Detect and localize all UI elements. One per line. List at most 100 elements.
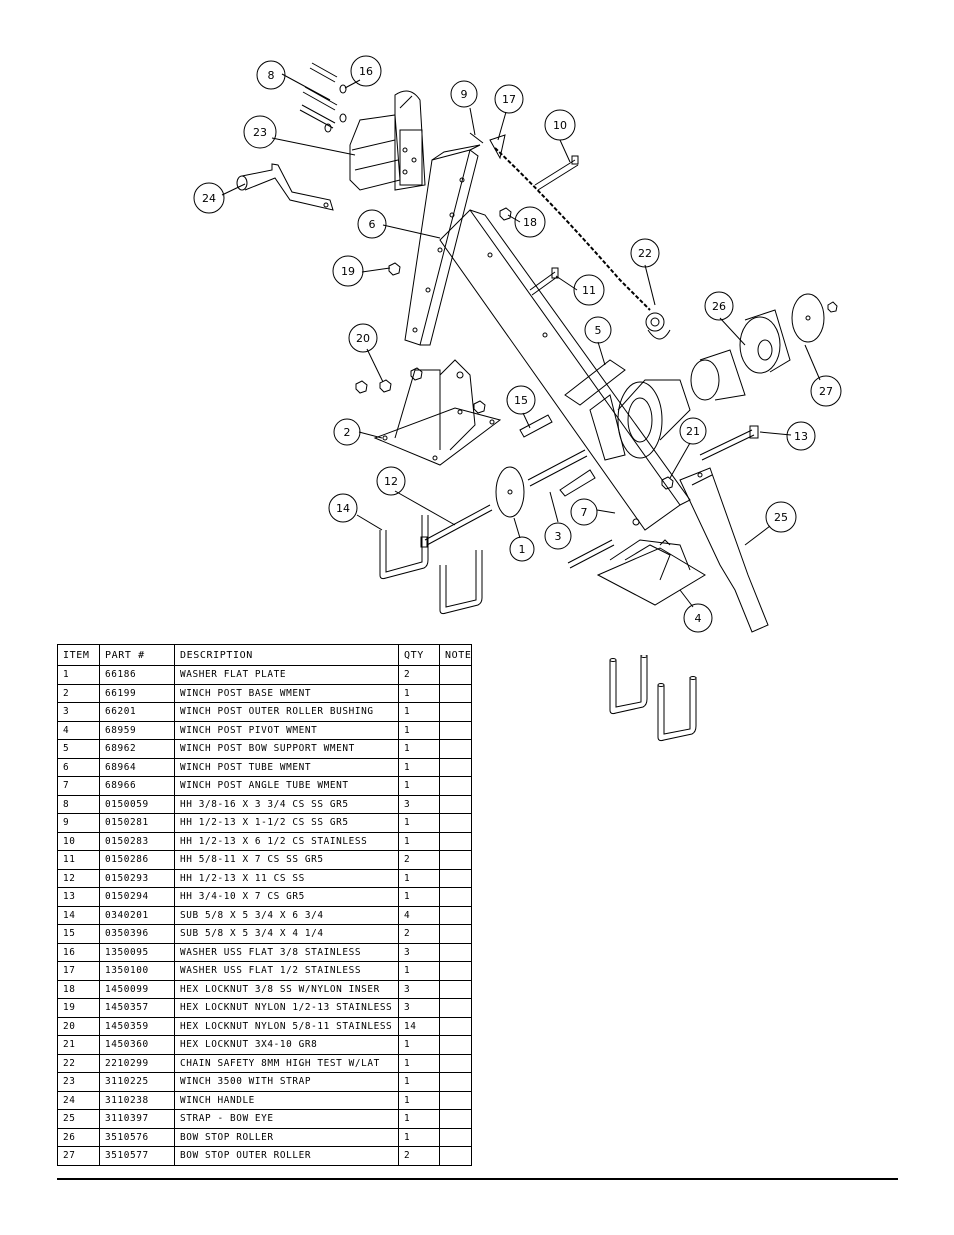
description-cell: WINCH POST BOW SUPPORT WMENT xyxy=(174,739,399,759)
part-number-cell: 1450359 xyxy=(99,1016,175,1036)
note-cell xyxy=(438,683,473,703)
qty-cell: 1 xyxy=(398,776,440,796)
qty-cell: 3 xyxy=(398,979,440,999)
part-number-cell: 1450099 xyxy=(99,979,175,999)
part-number-cell: 66186 xyxy=(99,665,175,685)
header-item: ITEM xyxy=(57,644,100,666)
description-cell: HEX LOCKNUT 3/8 SS W/NYLON INSER xyxy=(174,979,399,999)
pivot-drawing xyxy=(567,539,706,606)
u-bolts-detail-drawing xyxy=(609,655,697,742)
qty-cell: 1 xyxy=(398,961,440,981)
item-cell: 13 xyxy=(57,887,100,907)
chain-drawing xyxy=(489,134,671,340)
part-number-cell: 1450360 xyxy=(99,1035,175,1055)
qty-cell: 1 xyxy=(398,1072,440,1092)
header-note: NOTE xyxy=(438,644,473,666)
part-number-cell: 66199 xyxy=(99,683,175,703)
part-number-cell: 2210299 xyxy=(99,1053,175,1073)
note-cell xyxy=(438,1146,473,1166)
part-number-cell: 0340201 xyxy=(99,905,175,925)
handle-drawing xyxy=(236,163,334,211)
balloon-23: 23 xyxy=(253,126,267,139)
part-number-cell: 68964 xyxy=(99,757,175,777)
qty-cell: 1 xyxy=(398,813,440,833)
balloon-8: 8 xyxy=(268,69,275,82)
balloon-19: 19 xyxy=(341,265,355,278)
description-cell: HEX LOCKNUT 3X4-10 GR8 xyxy=(174,1035,399,1055)
qty-cell: 1 xyxy=(398,1090,440,1110)
note-cell xyxy=(438,794,473,814)
item-cell: 23 xyxy=(57,1072,100,1092)
balloon-3: 3 xyxy=(555,530,562,543)
bolts-9-10-drawing xyxy=(469,132,579,191)
qty-cell: 1 xyxy=(398,757,440,777)
description-cell: HEX LOCKNUT NYLON 1/2-13 STAINLESS xyxy=(174,998,399,1018)
part-number-cell: 3110225 xyxy=(99,1072,175,1092)
item-cell: 2 xyxy=(57,683,100,703)
table-header-row: ITEM PART # DESCRIPTION QTY NOTE xyxy=(57,644,473,666)
item-cell: 3 xyxy=(57,702,100,722)
part-number-cell: 0150283 xyxy=(99,831,175,851)
qty-cell: 2 xyxy=(398,850,440,870)
part-number-cell: 0150281 xyxy=(99,813,175,833)
header-part-number: PART # xyxy=(99,644,175,666)
winch-drawing xyxy=(349,90,426,191)
qty-cell: 14 xyxy=(398,1016,440,1036)
balloon-25: 25 xyxy=(774,511,788,524)
item-cell: 11 xyxy=(57,850,100,870)
note-cell xyxy=(438,905,473,925)
description-cell: HEX LOCKNUT NYLON 5/8-11 STAINLESS xyxy=(174,1016,399,1036)
post-tube-drawing xyxy=(404,144,481,346)
balloon-14: 14 xyxy=(336,502,350,515)
part-number-cell: 0350396 xyxy=(99,924,175,944)
balloon-15: 15 xyxy=(514,394,528,407)
item-cell: 6 xyxy=(57,757,100,777)
description-cell: WINCH POST BASE WMENT xyxy=(174,683,399,703)
item-cell: 25 xyxy=(57,1109,100,1129)
item-cell: 9 xyxy=(57,813,100,833)
description-cell: WASHER USS FLAT 1/2 STAINLESS xyxy=(174,961,399,981)
part-number-cell: 0150286 xyxy=(99,850,175,870)
item-cell: 7 xyxy=(57,776,100,796)
part-number-cell: 68966 xyxy=(99,776,175,796)
part-number-cell: 66201 xyxy=(99,702,175,722)
item-cell: 16 xyxy=(57,942,100,962)
balloon-10: 10 xyxy=(553,119,567,132)
item-cell: 20 xyxy=(57,1016,100,1036)
header-description: DESCRIPTION xyxy=(174,644,399,666)
item-cell: 19 xyxy=(57,998,100,1018)
item-cell: 24 xyxy=(57,1090,100,1110)
note-cell xyxy=(438,757,473,777)
part-number-cell: 1450357 xyxy=(99,998,175,1018)
part-number-cell: 68959 xyxy=(99,720,175,740)
balloon-17: 17 xyxy=(502,93,516,106)
qty-cell: 1 xyxy=(398,887,440,907)
note-cell xyxy=(438,1053,473,1073)
balloon-18: 18 xyxy=(523,216,537,229)
qty-cell: 3 xyxy=(398,942,440,962)
note-cell xyxy=(438,813,473,833)
description-cell: WINCH 3500 WITH STRAP xyxy=(174,1072,399,1092)
balloon-22: 22 xyxy=(638,247,652,260)
balloon-9: 9 xyxy=(461,88,468,101)
item-cell: 26 xyxy=(57,1127,100,1147)
balloon-26: 26 xyxy=(712,300,726,313)
balloon-5: 5 xyxy=(595,324,602,337)
description-cell: WASHER FLAT PLATE xyxy=(174,665,399,685)
balloons: 8 16 23 24 9 17 10 6 18 19 22 11 20 26 5… xyxy=(193,55,842,633)
note-cell xyxy=(438,979,473,999)
note-cell xyxy=(438,1127,473,1147)
